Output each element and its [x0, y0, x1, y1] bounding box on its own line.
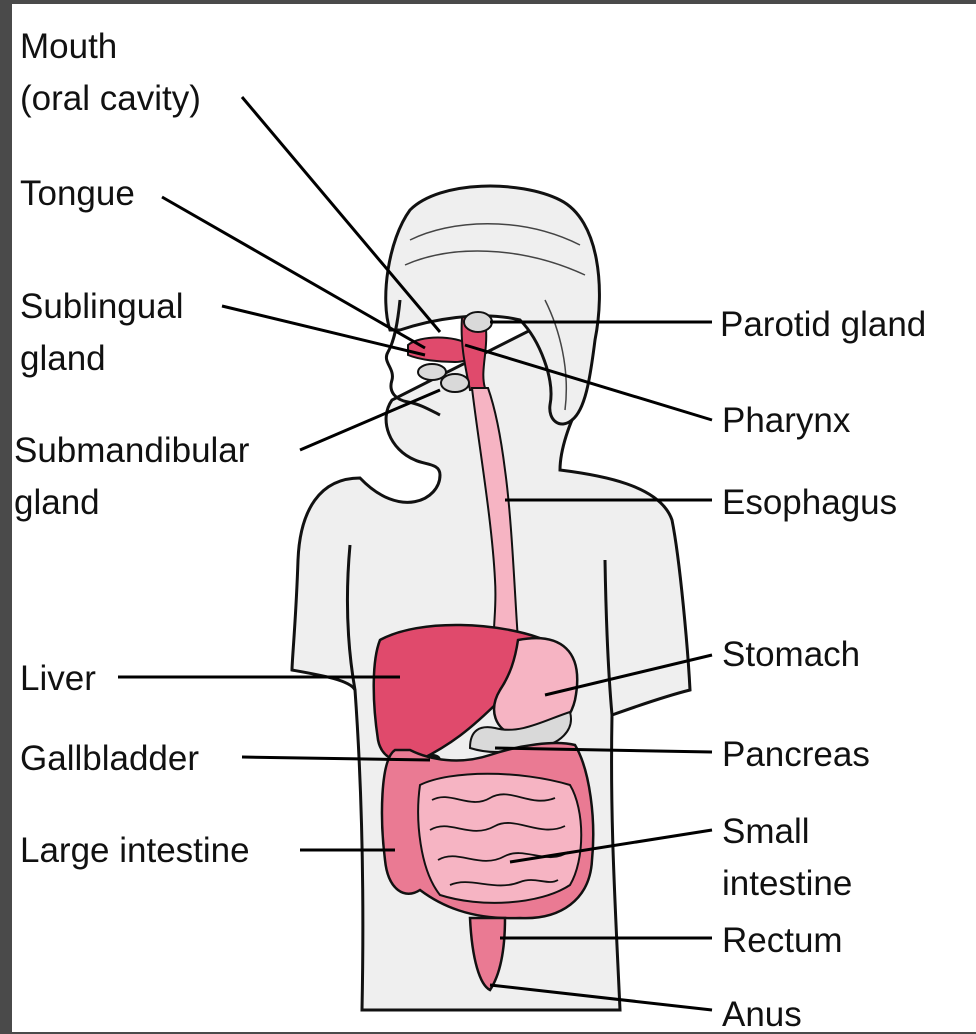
label-anus: Anus	[722, 995, 802, 1034]
label-submandibular-line2: gland	[14, 483, 100, 522]
label-mouth-line1: Mouth	[20, 27, 117, 66]
parotid-gland-shape	[464, 312, 492, 332]
label-small-intestine-line1: Small	[722, 812, 810, 851]
label-submandibular-line1: Submandibular	[14, 431, 250, 470]
label-rectum: Rectum	[722, 921, 843, 960]
label-mouth-line2: (oral cavity)	[20, 79, 201, 118]
label-sublingual-line2: gland	[20, 339, 106, 378]
label-esophagus: Esophagus	[722, 483, 897, 522]
label-gallbladder: Gallbladder	[20, 739, 199, 778]
submandibular-gland-shape	[441, 374, 469, 392]
label-sublingual-line1: Sublingual	[20, 287, 183, 326]
small-intestine-shape	[418, 774, 581, 903]
label-small-intestine-line2: intestine	[722, 864, 852, 903]
label-pharynx: Pharynx	[722, 401, 851, 440]
label-parotid: Parotid gland	[720, 305, 926, 344]
sublingual-gland-shape	[418, 364, 446, 380]
label-liver: Liver	[20, 659, 96, 698]
label-pancreas: Pancreas	[722, 735, 870, 774]
label-tongue: Tongue	[20, 174, 135, 213]
label-large-intestine: Large intestine	[20, 831, 250, 870]
label-stomach: Stomach	[722, 635, 860, 674]
